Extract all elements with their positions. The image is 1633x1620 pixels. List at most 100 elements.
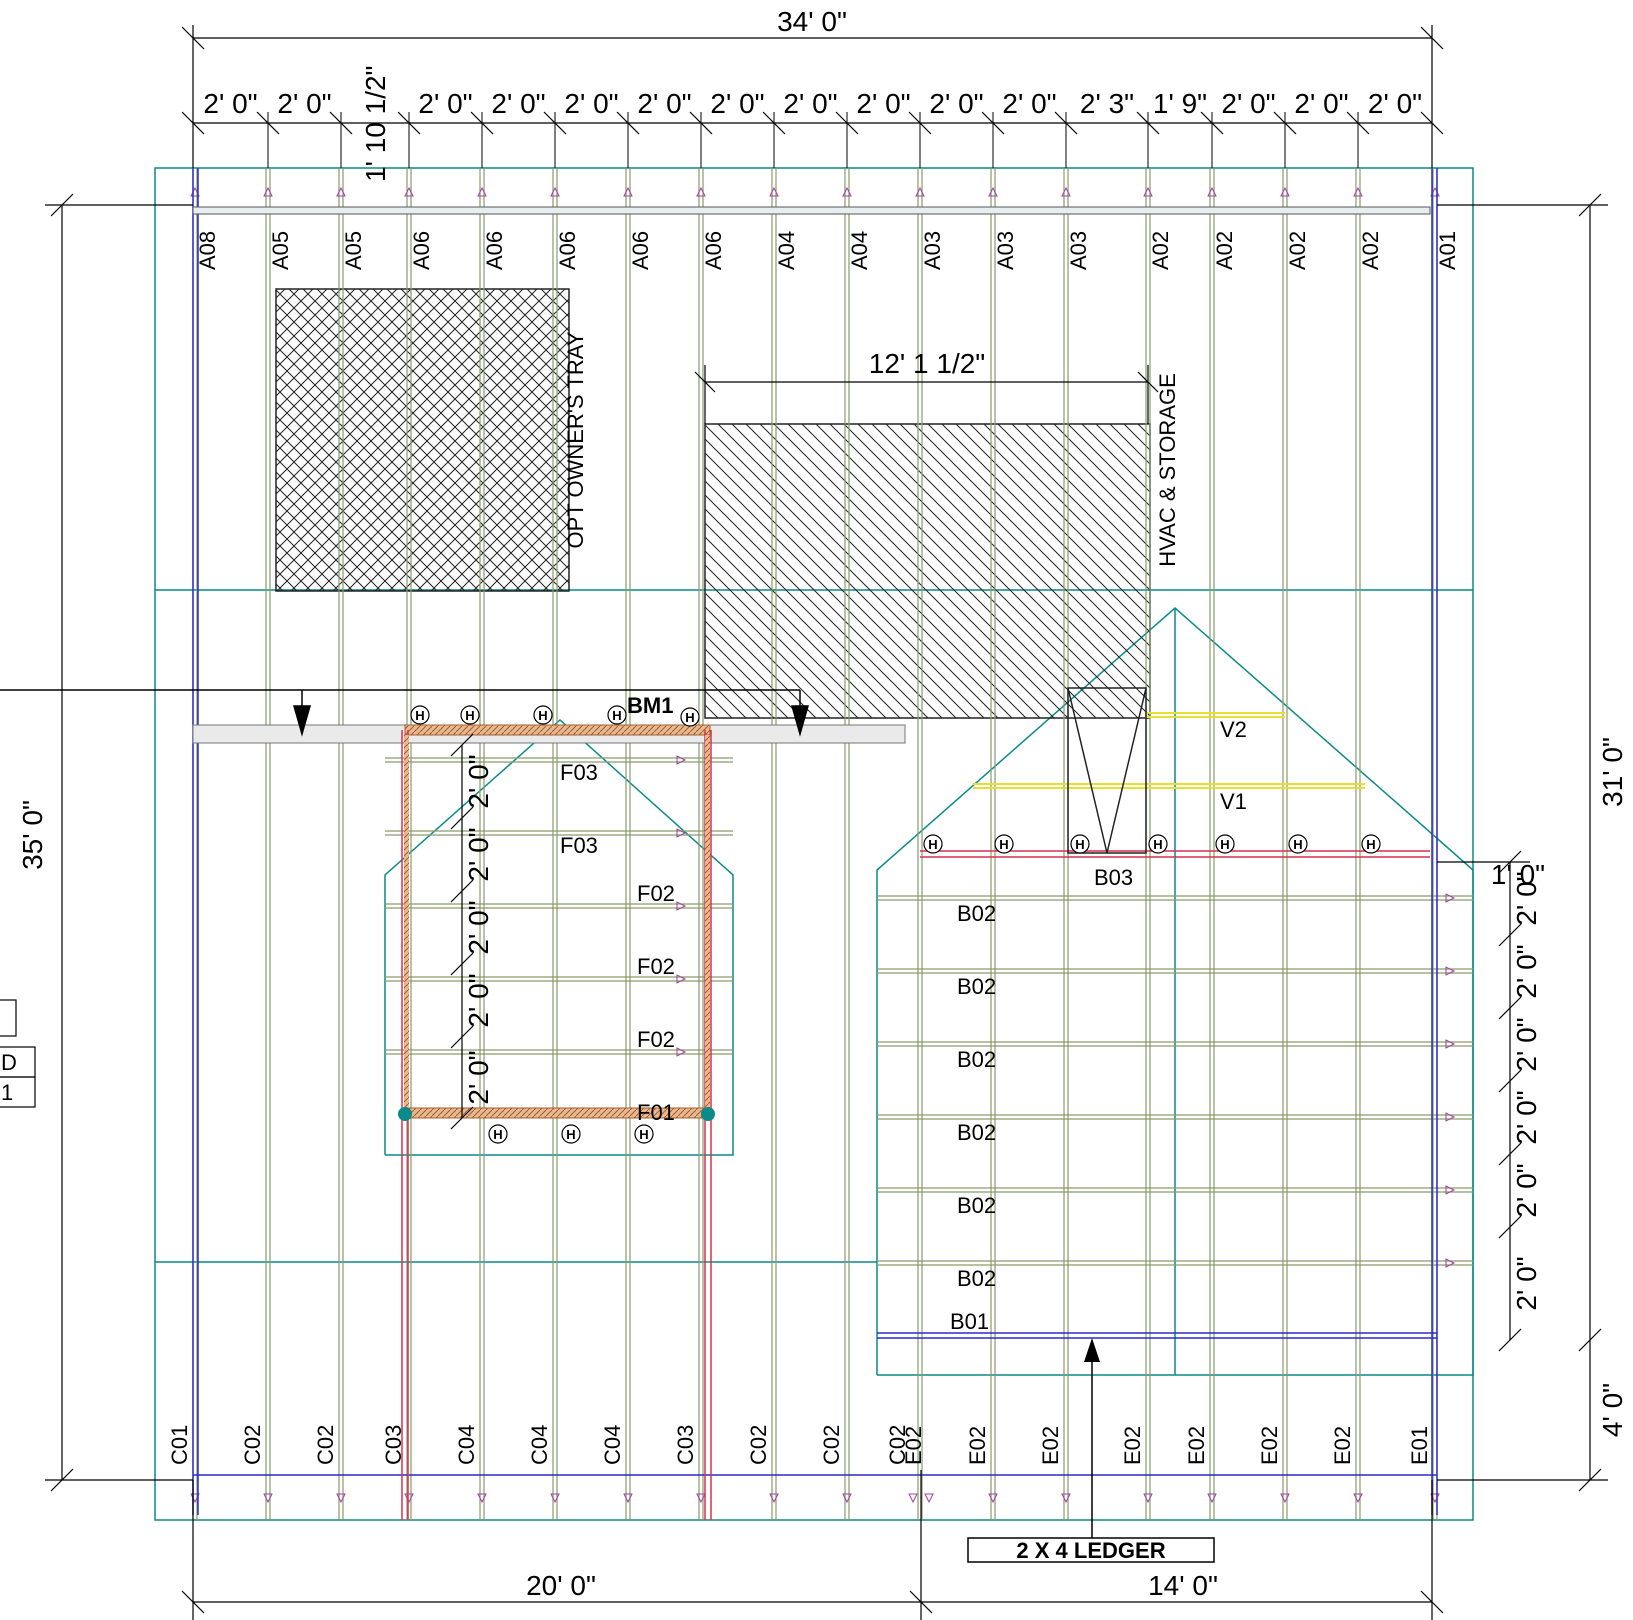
dim-tick xyxy=(1498,1328,1522,1352)
joist-arrow xyxy=(1445,966,1456,976)
hanger-icon xyxy=(607,705,627,725)
porch-joist-label: F02 xyxy=(637,881,675,906)
hanger-icon xyxy=(680,707,700,727)
joist-arrow xyxy=(676,901,687,911)
dim-tick xyxy=(1498,850,1522,874)
porch-side-beams xyxy=(401,730,1430,1520)
bottom-rafter-label: C03 xyxy=(381,1425,406,1465)
rafter-arrow xyxy=(623,1493,633,1504)
bottom-rafter-label: C02 xyxy=(885,1425,910,1465)
top-spacing-dim: 2' 0" xyxy=(564,88,618,119)
garage-joist-label: B02 xyxy=(957,1193,996,1218)
top-rafter-label: A08 xyxy=(195,231,220,270)
hanger-icon xyxy=(488,1124,508,1144)
garage-joists-layer xyxy=(877,893,1473,1268)
rafter-arrow xyxy=(1061,186,1071,197)
hanger-icon-label: H xyxy=(566,1127,575,1142)
bm1-beam xyxy=(404,724,711,736)
rafter-arrow xyxy=(404,186,414,197)
rafter-arrow xyxy=(263,186,273,197)
rafter-arrow xyxy=(1353,186,1363,197)
top-rafter-label: A04 xyxy=(847,231,872,270)
bottom-rafter-label: C04 xyxy=(527,1425,552,1465)
joist-arrow xyxy=(1445,1039,1456,1049)
top-spacing-dim: 2' 0" xyxy=(637,88,691,119)
porch-joist-label: F02 xyxy=(637,954,675,979)
bottom-rafter-label: E02 xyxy=(1038,1426,1063,1465)
hanger-icon xyxy=(410,705,430,725)
hanger-icon xyxy=(1070,834,1090,854)
top-rafter-label: A06 xyxy=(482,231,507,270)
rafter-arrow xyxy=(336,1493,346,1504)
hanger-icon xyxy=(1288,834,1308,854)
top-spacing-dim: 2' 0" xyxy=(783,88,837,119)
rafter-arrow xyxy=(550,186,560,197)
side-spacing-dim: 2' 0" xyxy=(1511,1256,1542,1310)
garage-joist-label: B02 xyxy=(957,901,996,926)
top-rafter-label: A06 xyxy=(628,231,653,270)
post-right xyxy=(701,1107,715,1121)
hanger-icon xyxy=(1215,834,1235,854)
rafter-arrow xyxy=(1280,1493,1290,1504)
rafter-arrow xyxy=(1143,186,1153,197)
rafter-arrow xyxy=(696,1493,706,1504)
bottom-rafter-label: E02 xyxy=(1120,1426,1145,1465)
side-spacing-dim: 2' 0" xyxy=(1511,944,1542,998)
top-spacing-dim: 2' 3" xyxy=(1080,88,1134,119)
side-spacing-dim: 2' 0" xyxy=(1511,1163,1542,1217)
bottom-rafter-label: E02 xyxy=(1330,1426,1355,1465)
section-cut xyxy=(0,689,809,737)
joist-arrow xyxy=(676,755,687,765)
ledger-arrow xyxy=(1084,1338,1100,1538)
porch-joist-label: F02 xyxy=(637,1027,675,1052)
rafter-arrow xyxy=(1207,186,1217,197)
hanger-icon-label: H xyxy=(1366,837,1375,852)
garage-joist-label: B01 xyxy=(950,1309,989,1334)
porch-spacing-dim: 2' 0" xyxy=(463,754,494,808)
rafter-arrow xyxy=(915,186,925,197)
rafter-arrow xyxy=(1061,1493,1071,1504)
dim-tick xyxy=(450,733,474,757)
bottom-rafter-label: E02 xyxy=(965,1426,990,1465)
hanger-icon-label: H xyxy=(685,710,694,725)
bottom-rafter-label: C02 xyxy=(746,1425,771,1465)
top-rafter-label: A06 xyxy=(409,231,434,270)
garage-joist-label: B02 xyxy=(957,1047,996,1072)
top-rafter-label: A05 xyxy=(268,231,293,270)
attic-access xyxy=(1067,687,1147,854)
hanger-icon xyxy=(923,834,943,854)
dim-tick xyxy=(450,806,474,830)
rafter-arrow xyxy=(477,186,487,197)
top-spacing-dim: 2' 0" xyxy=(277,88,331,119)
hvac-storage-area xyxy=(704,423,1151,719)
dim-tick xyxy=(1498,1215,1522,1239)
rafter-arrow xyxy=(1143,1493,1153,1504)
top-spacing-dim: 1' 9" xyxy=(1153,88,1207,119)
top-spacing-dim: 2' 0" xyxy=(203,88,257,119)
porch-joist-label: F03 xyxy=(560,760,598,785)
top-spacing-dim: 2' 0" xyxy=(856,88,910,119)
porch-spacing-dims: 2' 0"2' 0"2' 0"2' 0"2' 0" xyxy=(463,754,494,1104)
rafter-arrow xyxy=(924,1493,934,1504)
hanger-icon xyxy=(460,705,480,725)
top-spacing-dim: 2' 0" xyxy=(929,88,983,119)
hanger-icon-label: H xyxy=(465,708,474,723)
porch-spacing-dim: 2' 0" xyxy=(463,973,494,1027)
bottom-rafter-label: C04 xyxy=(600,1425,625,1465)
ledger-label: 2 X 4 LEDGER xyxy=(1016,1538,1165,1563)
top-rafter-label: A02 xyxy=(1148,231,1173,270)
overall-width-dim: 34' 0" xyxy=(777,6,847,37)
rafter-arrow xyxy=(550,1493,560,1504)
hanger-icon-label: H xyxy=(1220,837,1229,852)
hanger-icon-label: H xyxy=(493,1127,502,1142)
valley-v2-label: V2 xyxy=(1220,717,1247,742)
top-rafter-label: A06 xyxy=(555,231,580,270)
top-spacing-dim: 2' 0" xyxy=(710,88,764,119)
bottom-rafter-label: C02 xyxy=(819,1425,844,1465)
top-spacing-dim: 2' 0" xyxy=(1221,88,1275,119)
rafter-arrow xyxy=(769,1493,779,1504)
hanger-icon xyxy=(634,1124,654,1144)
dimension-ticks xyxy=(181,111,1522,1352)
